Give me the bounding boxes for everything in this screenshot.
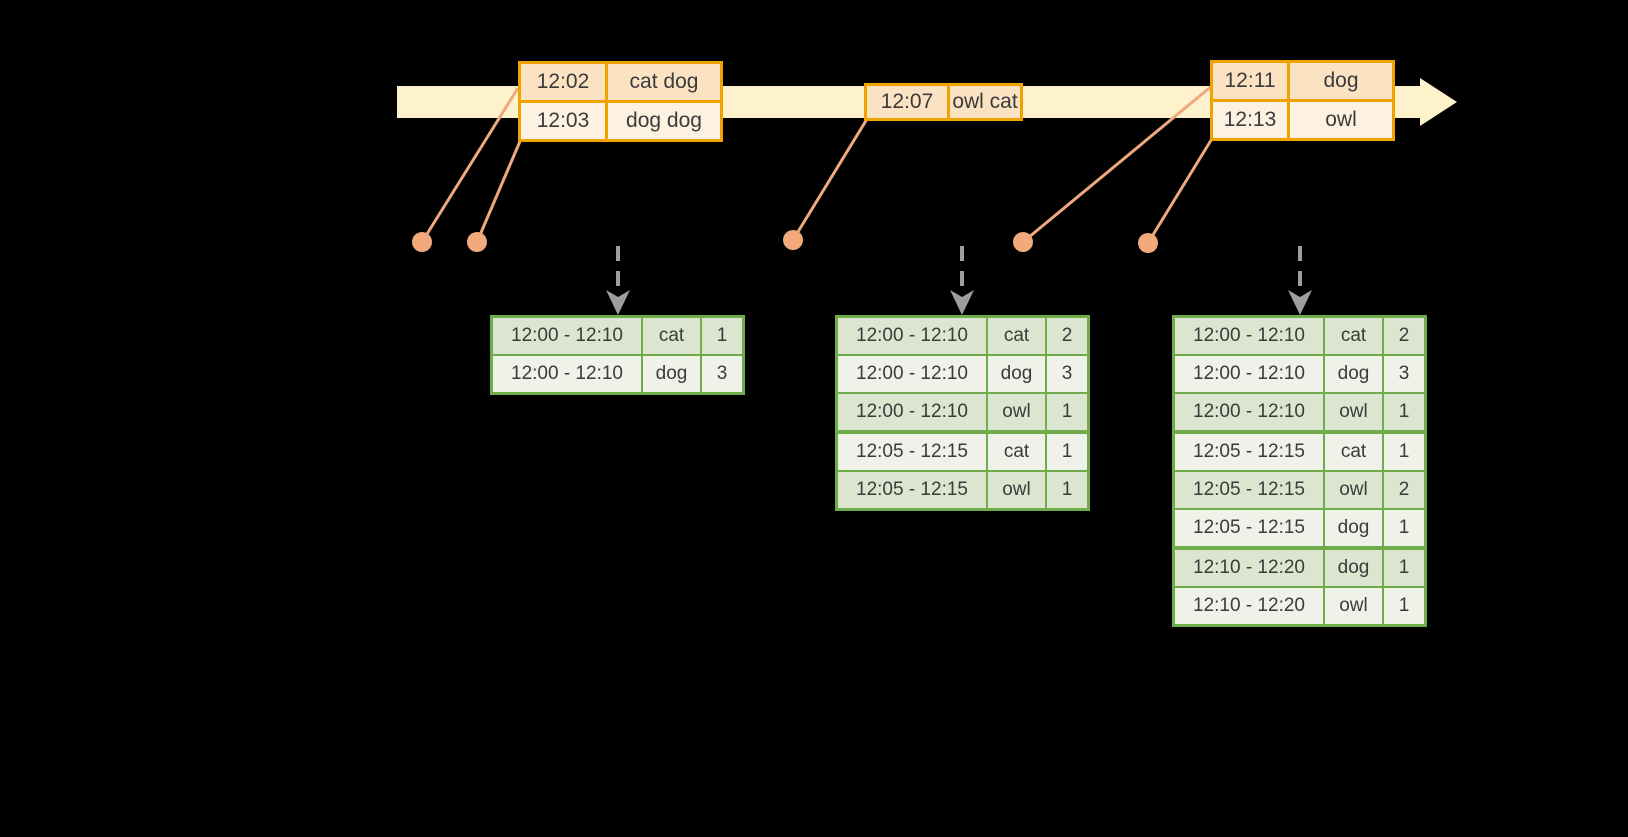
event-connector-line: [1022, 83, 1214, 244]
event-words-cell: dog dog: [608, 103, 720, 139]
count-cell: 1: [1384, 434, 1424, 470]
word-cell: dog: [988, 356, 1045, 392]
word-cell: cat: [988, 434, 1045, 470]
event-row: 12:07 owl cat: [867, 86, 1020, 118]
word-cell: owl: [1325, 588, 1382, 624]
window-cell: 12:00 - 12:10: [838, 356, 986, 392]
result-row: 12:05 - 12:15 cat 1: [838, 434, 1087, 470]
result-row: 12:00 - 12:10 cat 2: [838, 318, 1087, 354]
result-row: 12:00 - 12:10 owl 1: [1175, 394, 1424, 430]
word-cell: cat: [1325, 318, 1382, 354]
count-cell: 2: [1384, 472, 1424, 508]
count-cell: 1: [1047, 434, 1087, 470]
result-row: 12:00 - 12:10 owl 1: [838, 394, 1087, 430]
result-row: 12:05 - 12:15 cat 1: [1175, 434, 1424, 470]
count-cell: 1: [1384, 588, 1424, 624]
word-cell: owl: [1325, 472, 1382, 508]
result-row: 12:00 - 12:10 dog 3: [1175, 356, 1424, 392]
event-words-cell: dog: [1290, 63, 1392, 99]
result-row: 12:10 - 12:20 dog 1: [1175, 550, 1424, 586]
count-cell: 3: [1047, 356, 1087, 392]
result-row: 12:00 - 12:10 cat 1: [493, 318, 742, 354]
event-time-cell: 12:03: [521, 103, 605, 139]
event-row: 12:11 dog: [1213, 63, 1392, 99]
window-cell: 12:10 - 12:20: [1175, 588, 1323, 624]
word-cell: dog: [1325, 510, 1382, 546]
event-connector-line: [475, 138, 523, 243]
result-row: 12:00 - 12:10 dog 3: [493, 356, 742, 392]
event-dot: [412, 232, 432, 252]
event-connector-line: [1146, 136, 1215, 244]
result-row: 12:05 - 12:15 owl 2: [1175, 472, 1424, 508]
event-row: 12:02 cat dog: [521, 64, 720, 100]
count-cell: 1: [1384, 550, 1424, 586]
window-cell: 12:00 - 12:10: [1175, 318, 1323, 354]
result-table-2: 12:00 - 12:10 cat 2 12:00 - 12:10 dog 3 …: [835, 315, 1090, 511]
count-cell: 1: [1047, 472, 1087, 508]
result-row: 12:05 - 12:15 owl 1: [838, 472, 1087, 508]
trigger-down-arrow-icon: [1288, 246, 1312, 315]
word-cell: dog: [1325, 356, 1382, 392]
count-cell: 2: [1047, 318, 1087, 354]
result-table-3: 12:00 - 12:10 cat 2 12:00 - 12:10 dog 3 …: [1172, 315, 1427, 627]
event-time-cell: 12:07: [867, 86, 947, 118]
result-row: 12:05 - 12:15 dog 1: [1175, 510, 1424, 546]
count-cell: 1: [1384, 510, 1424, 546]
window-cell: 12:00 - 12:10: [493, 356, 641, 392]
window-cell: 12:00 - 12:10: [838, 318, 986, 354]
count-cell: 2: [1384, 318, 1424, 354]
event-row: 12:03 dog dog: [521, 103, 720, 139]
count-cell: 1: [1384, 394, 1424, 430]
result-row: 12:00 - 12:10 cat 2: [1175, 318, 1424, 354]
event-table-1: 12:02 cat dog 12:03 dog dog: [518, 61, 723, 142]
word-cell: dog: [643, 356, 700, 392]
window-cell: 12:00 - 12:10: [1175, 394, 1323, 430]
window-cell: 12:10 - 12:20: [1175, 550, 1323, 586]
event-time-cell: 12:02: [521, 64, 605, 100]
count-cell: 3: [702, 356, 742, 392]
event-connector-line: [791, 118, 869, 241]
event-connector-line: [420, 87, 520, 243]
window-cell: 12:00 - 12:10: [493, 318, 641, 354]
word-cell: cat: [643, 318, 700, 354]
event-dot: [1138, 233, 1158, 253]
event-words-cell: owl: [1290, 102, 1392, 138]
result-table-1: 12:00 - 12:10 cat 1 12:00 - 12:10 dog 3: [490, 315, 745, 395]
event-row: 12:13 owl: [1213, 102, 1392, 138]
event-table-3: 12:11 dog 12:13 owl: [1210, 60, 1395, 141]
event-table-2: 12:07 owl cat: [864, 83, 1023, 121]
window-cell: 12:05 - 12:15: [838, 472, 986, 508]
word-cell: owl: [988, 472, 1045, 508]
event-time-cell: 12:13: [1213, 102, 1287, 138]
word-cell: cat: [988, 318, 1045, 354]
word-cell: dog: [1325, 550, 1382, 586]
count-cell: 1: [702, 318, 742, 354]
window-cell: 12:00 - 12:10: [838, 394, 986, 430]
window-cell: 12:05 - 12:15: [1175, 472, 1323, 508]
word-cell: owl: [988, 394, 1045, 430]
count-cell: 1: [1047, 394, 1087, 430]
event-words-cell: owl cat: [950, 86, 1020, 118]
event-time-cell: 12:11: [1213, 63, 1287, 99]
window-cell: 12:05 - 12:15: [1175, 434, 1323, 470]
event-dot: [1013, 232, 1033, 252]
event-dot: [783, 230, 803, 250]
event-dot: [467, 232, 487, 252]
count-cell: 3: [1384, 356, 1424, 392]
event-words-cell: cat dog: [608, 64, 720, 100]
window-cell: 12:05 - 12:15: [838, 434, 986, 470]
result-row: 12:00 - 12:10 dog 3: [838, 356, 1087, 392]
result-row: 12:10 - 12:20 owl 1: [1175, 588, 1424, 624]
window-cell: 12:05 - 12:15: [1175, 510, 1323, 546]
word-cell: owl: [1325, 394, 1382, 430]
trigger-down-arrow-icon: [606, 246, 630, 315]
word-cell: cat: [1325, 434, 1382, 470]
window-cell: 12:00 - 12:10: [1175, 356, 1323, 392]
trigger-down-arrow-icon: [950, 246, 974, 315]
